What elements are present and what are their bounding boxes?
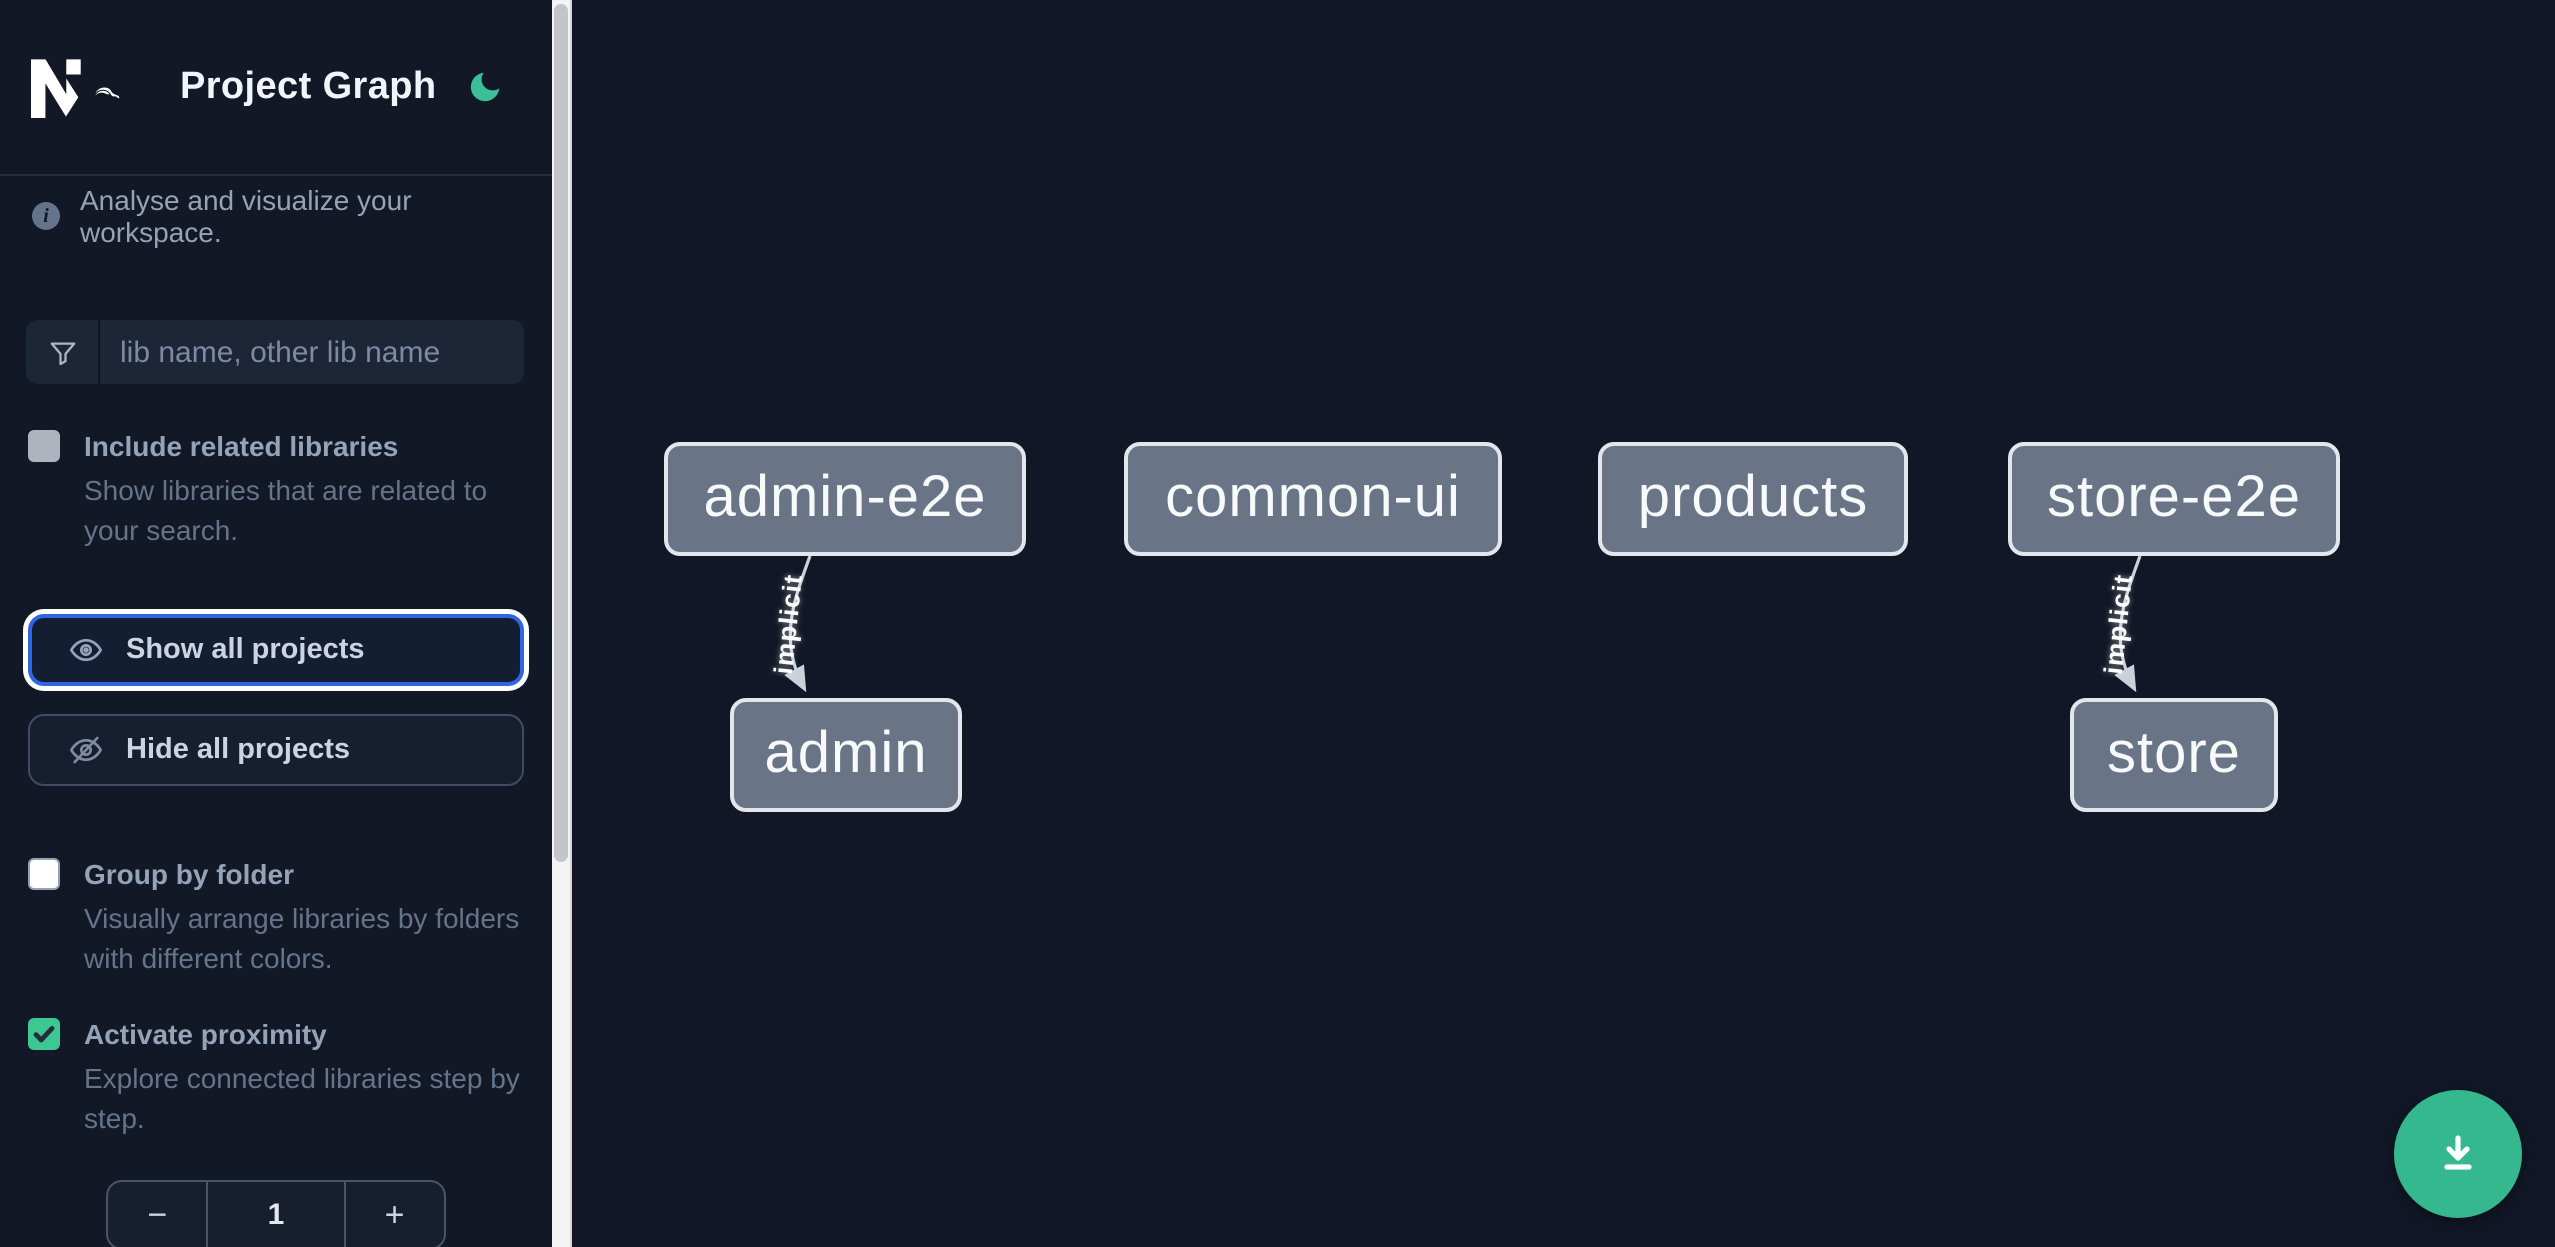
graph-node[interactable]: admin [730, 698, 962, 812]
check-icon [33, 1026, 55, 1043]
info-icon: i [32, 202, 60, 230]
proximity-stepper: − 1 + [106, 1180, 446, 1247]
include-related-checkbox[interactable] [28, 430, 60, 462]
option-include-related: Include related libraries Show libraries… [0, 428, 552, 550]
download-icon [2444, 1135, 2472, 1170]
graph-canvas[interactable]: admin-e2e common-ui products store-e2e admin… [572, 0, 2555, 1247]
graph-edge[interactable] [2114, 555, 2142, 693]
eye-icon [69, 638, 103, 662]
show-all-projects-label: Show all projects [126, 634, 365, 666]
option-activate-proximity: Activate proximity Explore connected lib… [0, 1016, 552, 1138]
page-title: Project Graph [180, 65, 437, 107]
scrollbar-thumb[interactable] [554, 4, 568, 862]
show-all-projects-button[interactable]: Show all projects [28, 614, 524, 686]
filter-input[interactable] [100, 320, 524, 384]
activate-proximity-checkbox[interactable] [28, 1018, 60, 1050]
graph-node[interactable]: store [2070, 698, 2278, 812]
option-group-by-folder: Group by folder Visually arrange librari… [0, 856, 552, 978]
activate-proximity-label: Activate proximity [84, 1018, 327, 1050]
group-by-folder-checkbox[interactable] [28, 858, 60, 890]
include-related-description: Show libraries that are related to your … [84, 474, 488, 546]
graph-node[interactable]: common-ui [1124, 442, 1502, 556]
graph-node[interactable]: products [1598, 442, 1908, 556]
graph-edge[interactable] [784, 555, 812, 693]
graph-node[interactable]: store-e2e [2008, 442, 2340, 556]
stepper-value: 1 [206, 1182, 346, 1247]
info-text: Analyse and visualize your workspace. [80, 184, 412, 248]
activate-proximity-description: Explore connected libraries step by step… [84, 1062, 520, 1134]
moon-icon [469, 72, 499, 102]
download-graph-button[interactable] [2394, 1090, 2522, 1218]
group-by-folder-label: Group by folder [84, 858, 294, 890]
include-related-label: Include related libraries [84, 430, 399, 462]
sidebar-header: Project Graph [0, 0, 552, 176]
sidebar: Project Graph i Analyse and visualize yo… [0, 0, 552, 1247]
funnel-icon [26, 320, 100, 384]
edge-layer [784, 555, 2142, 693]
hide-all-projects-button[interactable]: Hide all projects [28, 714, 524, 786]
theme-toggle-button[interactable] [460, 63, 508, 111]
nx-logo-icon [31, 58, 120, 117]
graph-node[interactable]: admin-e2e [664, 442, 1026, 556]
hide-all-projects-label: Hide all projects [126, 734, 351, 766]
stepper-decrement-button[interactable]: − [147, 1195, 168, 1233]
filter-box [26, 320, 524, 384]
group-by-folder-description: Visually arrange libraries by folders wi… [84, 902, 520, 974]
workspace-info: i Analyse and visualize your workspace. [0, 184, 552, 248]
eye-slash-icon [69, 736, 103, 764]
sidebar-scrollbar[interactable] [552, 0, 572, 1247]
stepper-increment-button[interactable]: + [384, 1195, 405, 1233]
